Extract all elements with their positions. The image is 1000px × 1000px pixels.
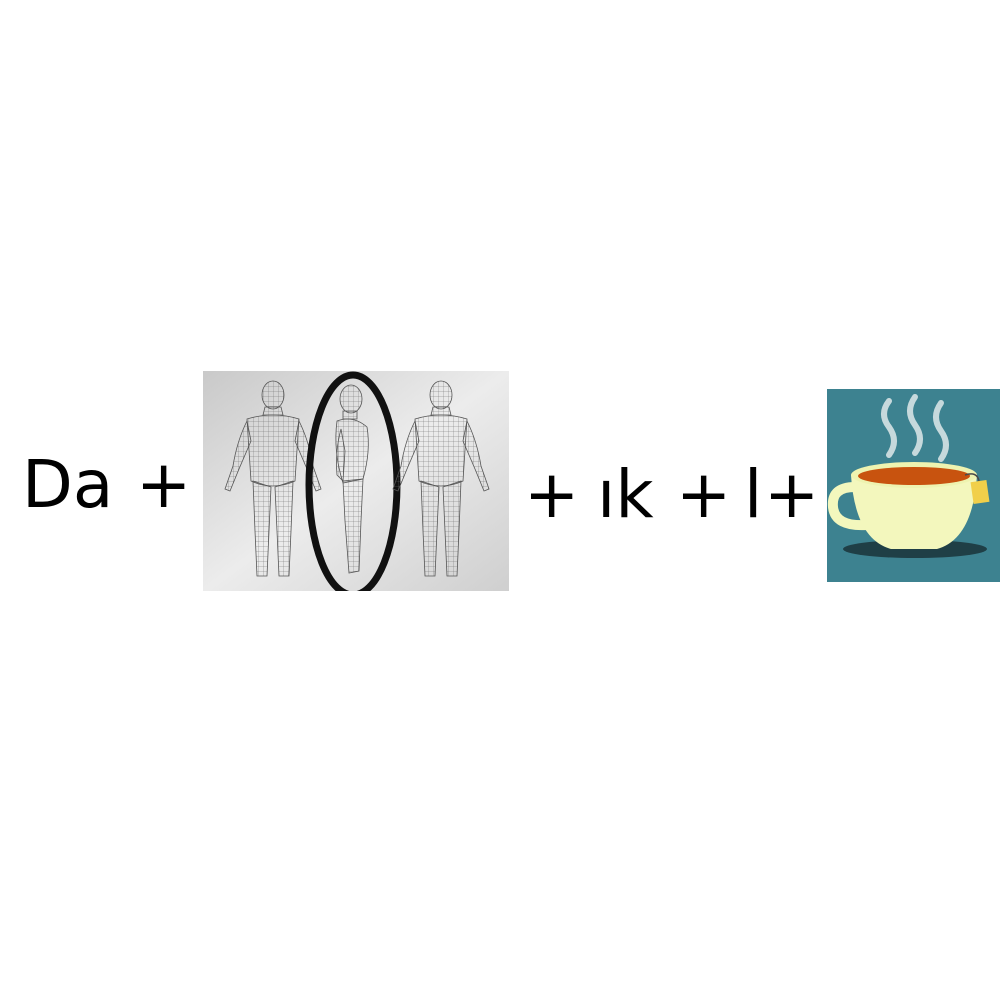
- side-figure: [335, 384, 369, 574]
- tea-cup-icon: [827, 389, 1000, 582]
- plus-sign: +: [524, 456, 580, 533]
- rebus-text-da: Da: [22, 446, 114, 523]
- back-figure: [392, 380, 490, 577]
- plus-sign: +: [676, 456, 732, 533]
- rebus-text-ik: ık: [597, 456, 654, 533]
- human-body-wireframe-image: [203, 371, 509, 591]
- rebus-text-l: l: [744, 456, 763, 533]
- plus-sign: +: [764, 456, 820, 533]
- plus-sign: +: [136, 446, 192, 523]
